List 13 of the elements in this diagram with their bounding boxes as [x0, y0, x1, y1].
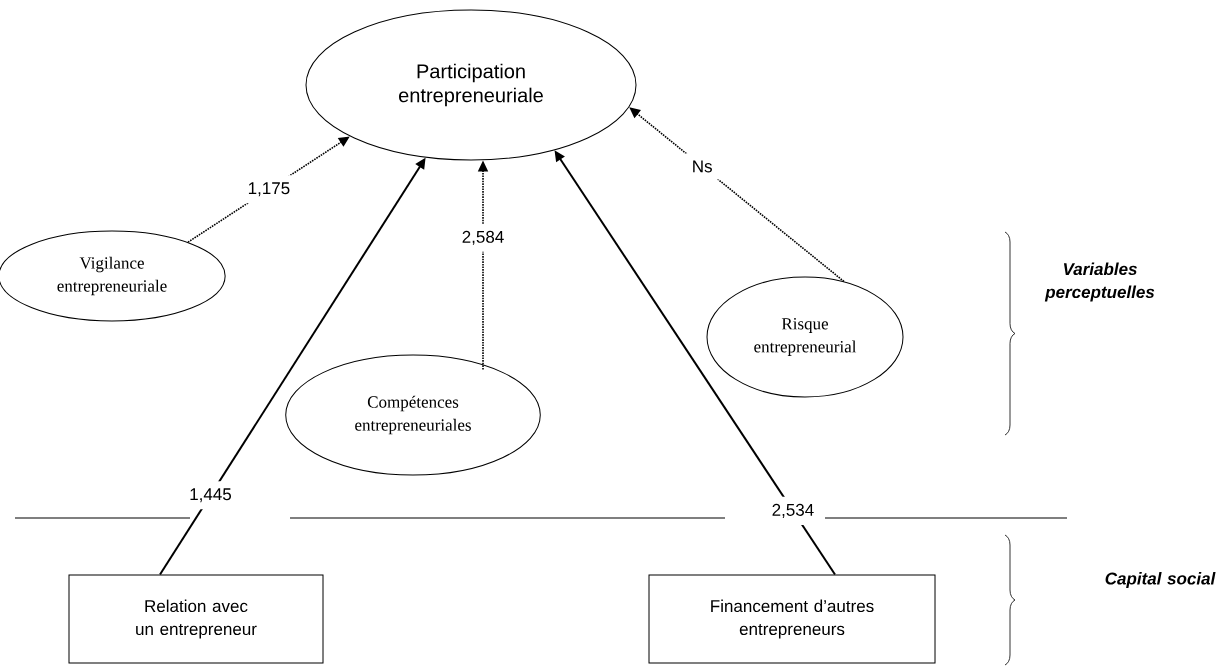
- edge-label: 2,534: [764, 496, 822, 525]
- group-label: Capital social: [1105, 572, 1216, 588]
- edge-label: Ns: [684, 153, 720, 180]
- group-label: Variables perceptuelles: [1044, 262, 1155, 302]
- ellipse-node: Participation entrepreneuriale: [305, 9, 637, 161]
- rectangle-box: Financement d’autres entrepreneurs: [648, 574, 936, 664]
- ellipse-node: Compétences entrepreneuriales: [285, 354, 541, 476]
- edge-label: 2,584: [454, 223, 512, 252]
- edge-label: 1,175: [240, 175, 298, 204]
- rectangle-box: Relation avec un entrepreneur: [68, 574, 324, 664]
- arrow: [629, 107, 845, 283]
- ellipse-node: Risque entrepreneurial: [706, 276, 904, 398]
- edge-label: 1,445: [182, 481, 239, 510]
